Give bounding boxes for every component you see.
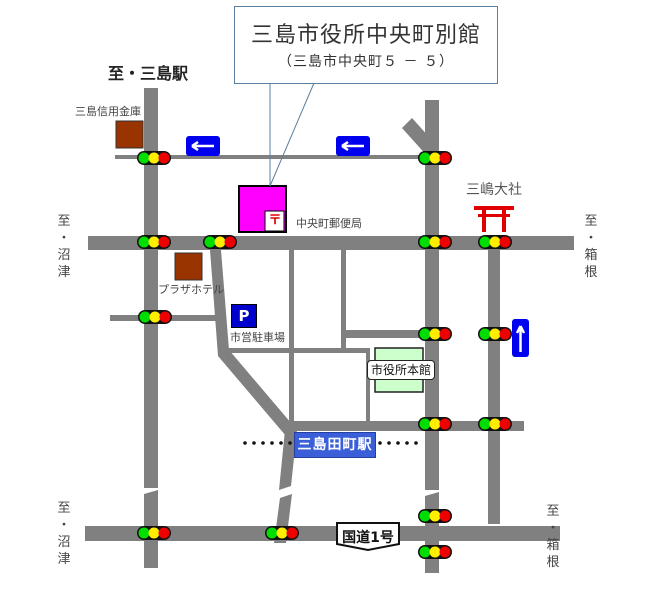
traffic-signal-icon <box>418 509 452 523</box>
direction-east-upper: 至 ・ 箱 根 <box>584 214 598 280</box>
city-hall-label: 市役所本館 <box>367 360 436 380</box>
callout-address: （三島市中央町５ － ５） <box>278 54 454 70</box>
shinkin-bank-label: 三島信用金庫 <box>75 105 141 118</box>
road-grid-3 <box>366 350 370 428</box>
plaza-hotel-building <box>174 252 203 281</box>
shrine-label: 三嶋大社 <box>466 182 522 198</box>
traffic-signals <box>137 151 512 559</box>
road-shrine-ns <box>488 236 500 524</box>
road-diagonal <box>210 250 297 436</box>
road-east-ns <box>425 100 439 490</box>
callout-title: 三島市役所中央町別館 <box>250 23 481 48</box>
traffic-signal-icon <box>137 151 171 165</box>
oneway-left-sign-1 <box>186 136 220 156</box>
traffic-signal-icon <box>418 327 452 341</box>
direction-west-lower: 至 ・ 沼 津 <box>57 501 71 567</box>
parking-icon: P <box>231 304 257 328</box>
post-office-box <box>264 210 285 232</box>
road-grid-1 <box>289 236 294 428</box>
post-office-icon: 〒 <box>268 213 282 228</box>
post-office-label: 中央町郵便局 <box>296 217 362 230</box>
traffic-signal-icon <box>418 545 452 559</box>
torii-icon <box>474 206 514 232</box>
traffic-signal-icon <box>478 235 512 249</box>
road-grid-h <box>224 348 370 353</box>
oneway-up-sign <box>512 319 529 357</box>
plaza-hotel-label: プラザホテル <box>158 283 224 296</box>
route1-label-wrap: 国道1号 <box>336 522 400 548</box>
traffic-signal-icon <box>137 235 171 249</box>
parking-label: 市営駐車場 <box>230 331 285 344</box>
oneway-left-sign-2 <box>336 136 370 156</box>
callout-line-right <box>269 82 315 187</box>
traffic-signal-icon <box>138 310 172 324</box>
road-station-south <box>279 430 297 490</box>
direction-east-lower: 至 ・ 箱 根 <box>546 504 560 570</box>
traffic-signal-icon <box>478 327 512 341</box>
road-station-ew <box>286 421 524 431</box>
direction-west-upper: 至 ・ 沼 津 <box>57 214 71 280</box>
traffic-signal-icon <box>203 235 237 249</box>
route1-label: 国道1号 <box>342 530 394 546</box>
road-cityhall-ew <box>341 330 431 338</box>
station-label: 三島田町駅 <box>294 432 376 458</box>
building-callout: 三島市役所中央町別館 （三島市中央町５ － ５） <box>234 6 498 84</box>
road-route1 <box>85 526 560 541</box>
traffic-signal-icon <box>418 151 452 165</box>
shinkin-bank-building <box>115 120 144 149</box>
traffic-signal-icon <box>418 417 452 431</box>
traffic-signal-icon <box>137 526 171 540</box>
direction-north-label: 至・三島駅 <box>108 64 189 83</box>
target-building[interactable] <box>238 185 287 233</box>
road-west-ns <box>144 88 158 488</box>
traffic-signal-icon <box>418 235 452 249</box>
traffic-signal-icon <box>265 526 299 540</box>
railway-dots <box>243 441 418 445</box>
traffic-signal-icon <box>478 417 512 431</box>
road-ne-stub <box>402 118 439 158</box>
road-grid-2 <box>341 250 346 350</box>
route-shield <box>336 522 400 552</box>
